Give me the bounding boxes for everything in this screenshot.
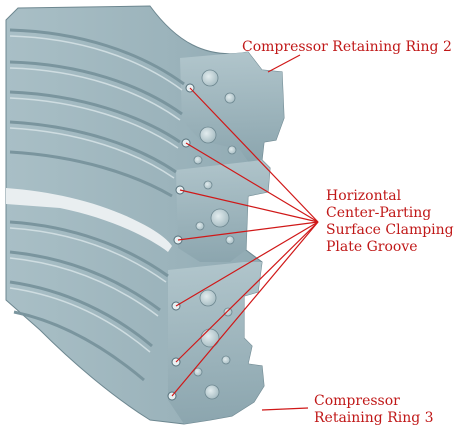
label-groove-line-4: Plate Groove bbox=[326, 239, 418, 255]
label-groove-line-2: Center-Parting bbox=[326, 205, 431, 221]
leader-groove-1 bbox=[189, 87, 319, 223]
upper-ring-groove-highlights bbox=[9, 35, 183, 179]
ring-assembly-body bbox=[5, 5, 285, 425]
leader-ring3 bbox=[261, 407, 309, 411]
upper-ring-grooves bbox=[9, 28, 185, 198]
leader-groove-2 bbox=[185, 142, 319, 223]
label-groove-line-1: Horizontal bbox=[326, 188, 402, 204]
lower-ring-groove-highlights bbox=[9, 227, 167, 353]
leader-groove-5 bbox=[175, 221, 319, 307]
label-groove-line-3: Surface Clamping bbox=[326, 222, 454, 238]
leader-lines bbox=[171, 54, 319, 411]
leader-groove-4 bbox=[177, 221, 319, 241]
label-ring3-line-2: Retaining Ring 3 bbox=[314, 410, 434, 426]
leader-ring2 bbox=[267, 54, 301, 73]
leader-groove-7 bbox=[171, 221, 319, 397]
ring-separation-gap bbox=[6, 188, 172, 252]
leader-groove-6 bbox=[175, 221, 319, 363]
label-ring3-line-1: Compressor bbox=[314, 393, 400, 409]
leader-groove-3 bbox=[179, 189, 319, 223]
lower-ring-grooves bbox=[9, 220, 169, 382]
label-ring2: Compressor Retaining Ring 2 bbox=[242, 39, 452, 55]
